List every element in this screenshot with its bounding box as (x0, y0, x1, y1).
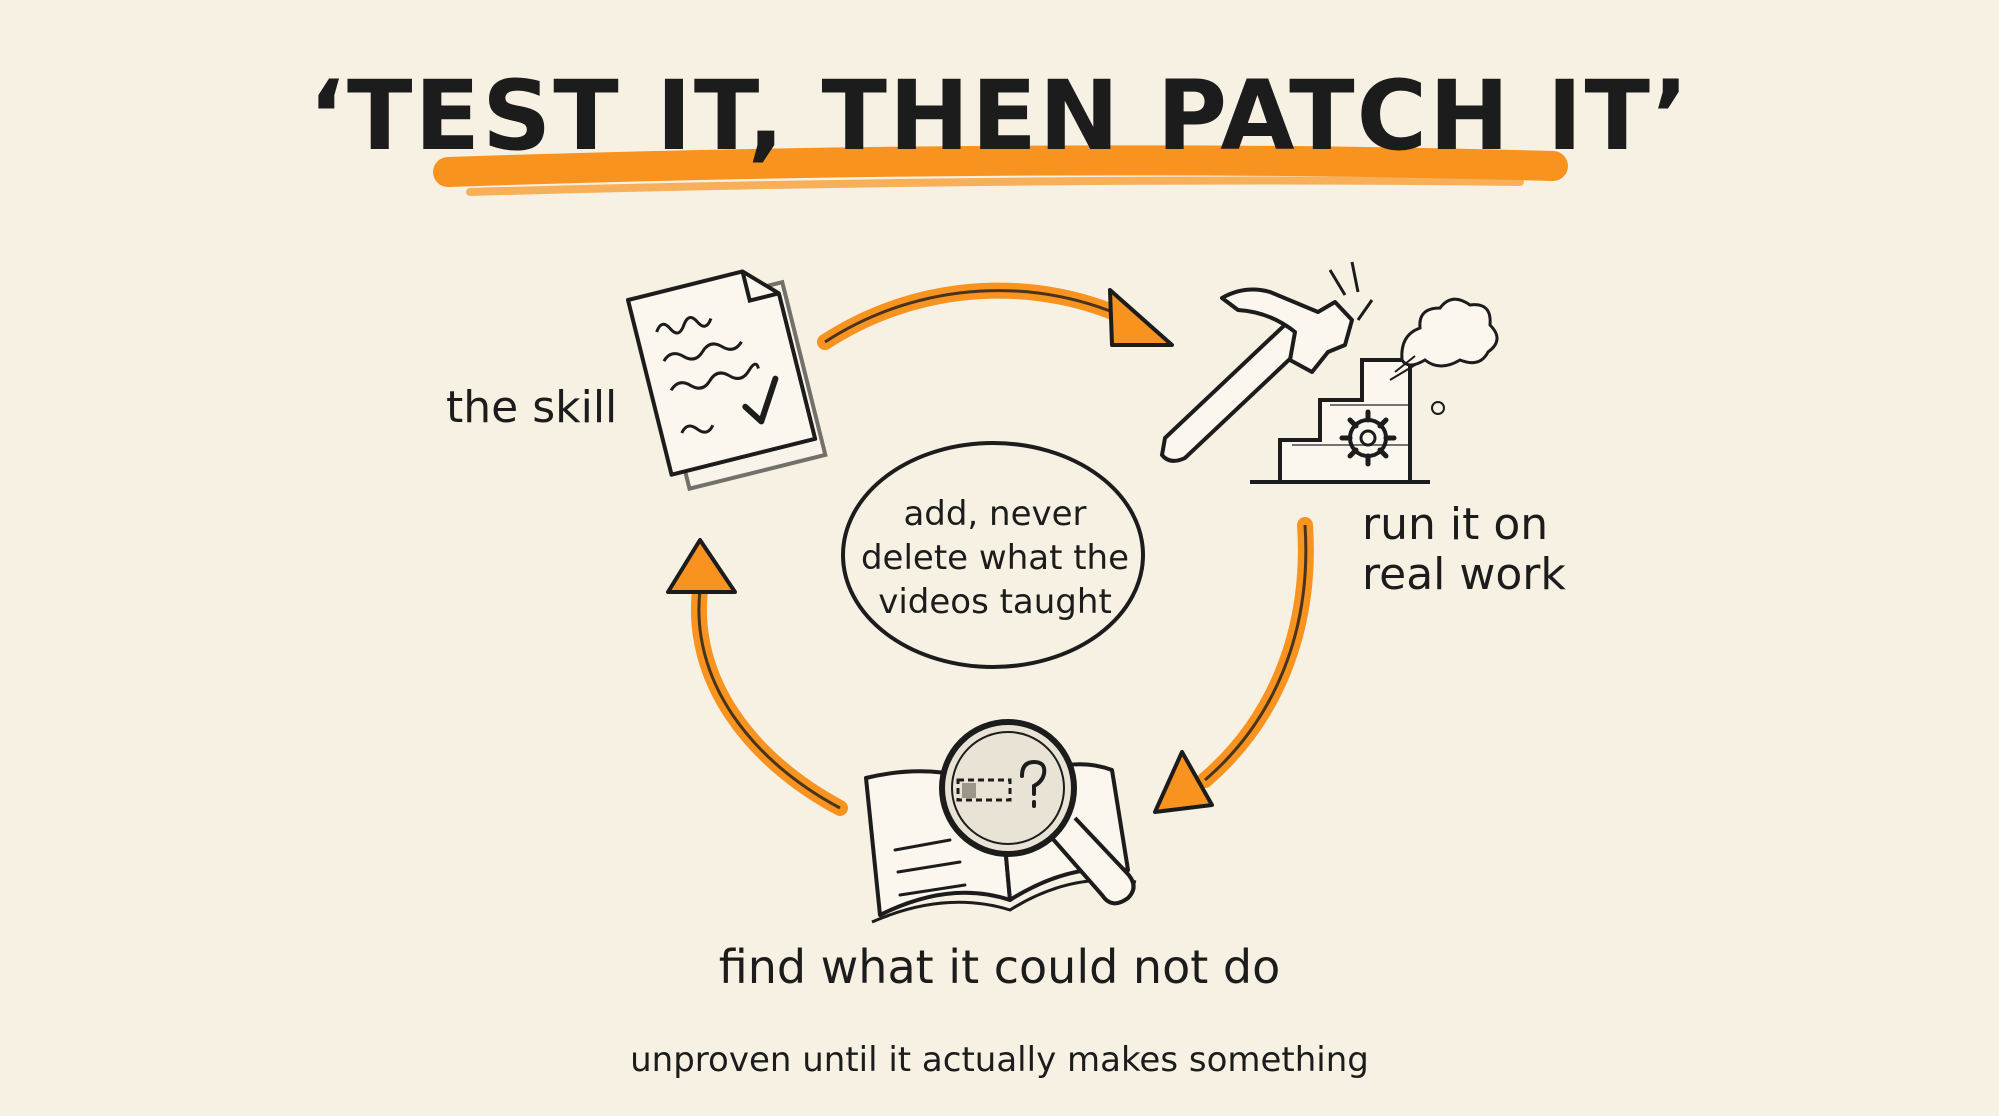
label-the-skill: the skill (446, 382, 618, 433)
page-title: ‘TEST IT, THEN PATCH IT’ (308, 60, 1691, 172)
document-checklist-icon (626, 269, 828, 492)
center-note: add, never delete what the videos taught (860, 494, 1130, 622)
arrow-find-to-skill (666, 538, 848, 816)
title-underline (433, 145, 1568, 187)
arrow-run-to-find (1153, 517, 1314, 814)
arrow-skill-to-run (817, 282, 1174, 350)
center-note-ellipse (841, 441, 1145, 669)
label-run-line1: run it on (1362, 499, 1549, 550)
label-run-line2: real work (1362, 549, 1566, 600)
footer-caption: unproven until it actually makes somethi… (630, 1040, 1369, 1080)
book-magnifier-icon (864, 719, 1137, 924)
label-run-it-on-real-work: run it on real work (1362, 500, 1566, 600)
label-find-what-it-could-not-do: find what it could not do (718, 940, 1281, 994)
title-underline-streak (466, 176, 1524, 196)
hammer-gear-icon (1159, 261, 1499, 484)
